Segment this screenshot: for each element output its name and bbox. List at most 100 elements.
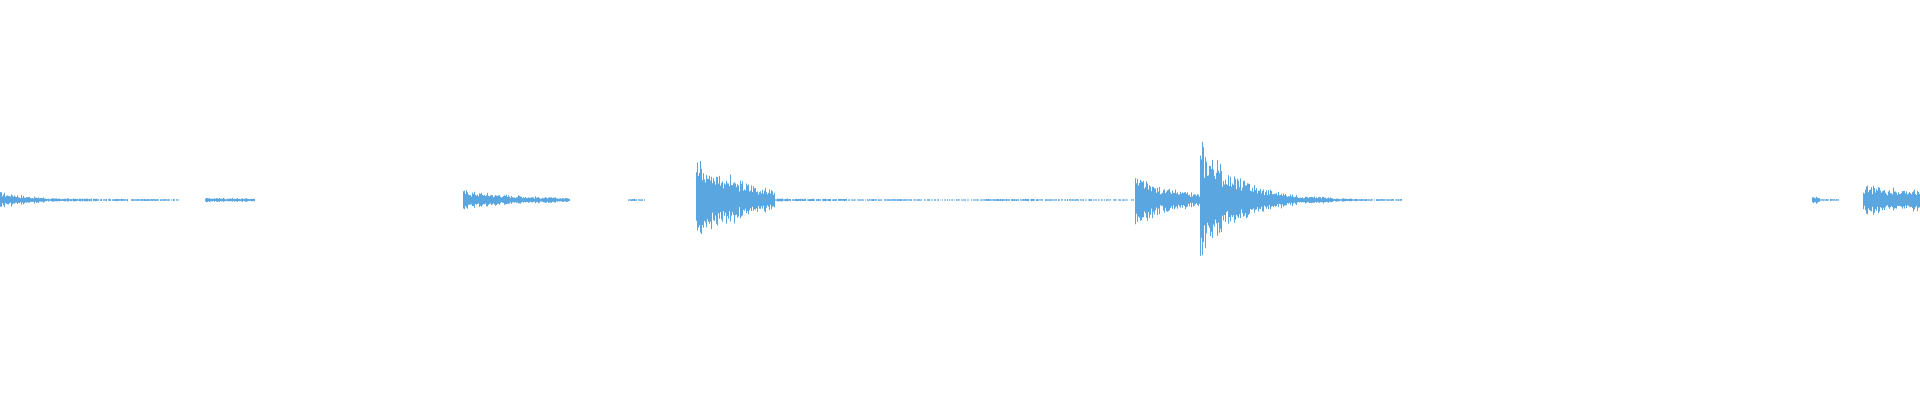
waveform-baseline-dot: [985, 199, 986, 201]
waveform-baseline-dot: [852, 199, 853, 201]
waveform-baseline-dot: [1102, 199, 1103, 201]
waveform-baseline-dot: [895, 199, 896, 201]
waveform-baseline-dot: [240, 199, 241, 201]
waveform-baseline-dot: [1083, 199, 1084, 201]
waveform-baseline-dot: [1360, 199, 1361, 201]
waveform-baseline-dot: [1080, 199, 1081, 201]
waveform-baseline-dot: [253, 199, 254, 201]
waveform-baseline-dot: [90, 199, 91, 201]
waveform-baseline-dot: [124, 199, 125, 201]
waveform-baseline-dot: [642, 199, 643, 201]
waveform-baseline-dot: [1366, 199, 1367, 201]
waveform-baseline-dot: [1082, 199, 1083, 201]
waveform-baseline-dot: [843, 199, 844, 201]
waveform-baseline-dot: [1832, 199, 1833, 201]
waveform-baseline-dot: [1389, 199, 1390, 201]
waveform-baseline-dot: [807, 199, 808, 201]
waveform-baseline-dot: [1834, 199, 1835, 201]
waveform-baseline-dot: [1374, 199, 1375, 201]
waveform-baseline-dot: [49, 199, 50, 201]
waveform-baseline-dot: [860, 199, 861, 201]
waveform-baseline-dot: [156, 199, 157, 201]
waveform-baseline-dot: [1096, 199, 1097, 201]
waveform-baseline-dot: [849, 199, 850, 201]
waveform-baseline-dot: [638, 199, 639, 201]
waveform-baseline-dot: [1395, 199, 1396, 201]
waveform-baseline-dot: [1031, 199, 1032, 201]
waveform-baseline-dot: [1367, 199, 1368, 201]
waveform-baseline-dot: [628, 199, 629, 201]
waveform-baseline-dot: [1095, 199, 1096, 201]
waveform-baseline-dot: [980, 199, 981, 201]
waveform-baseline-dot: [162, 199, 163, 201]
waveform-baseline-dot: [136, 199, 137, 201]
waveform-baseline-dot: [910, 199, 911, 201]
waveform-baseline-dot: [1017, 199, 1018, 201]
waveform-baseline-dot: [956, 199, 957, 201]
waveform-baseline-dot: [1362, 199, 1363, 201]
waveform-baseline-dot: [1022, 199, 1023, 201]
waveform-baseline-dot: [842, 199, 843, 201]
waveform-baseline-dot: [775, 199, 776, 201]
waveform-baseline-dot: [1001, 199, 1002, 201]
waveform-baseline-dot: [1340, 199, 1341, 201]
waveform-baseline-dot: [1113, 199, 1114, 201]
waveform-baseline-dot: [879, 199, 880, 201]
waveform-baseline-dot: [908, 199, 909, 201]
waveform-baseline-dot: [1041, 199, 1042, 201]
waveform-baseline-dot: [964, 199, 965, 201]
waveform-baseline-dot: [1075, 199, 1076, 201]
waveform-baseline-dot: [133, 199, 134, 201]
waveform-baseline-dot: [108, 199, 109, 201]
waveform-baseline-dot: [1354, 199, 1355, 201]
waveform-baseline-dot: [1065, 199, 1066, 201]
waveform-baseline-dot: [1126, 199, 1127, 201]
waveform-baseline-dot: [1039, 199, 1040, 201]
waveform-baseline-dot: [935, 199, 936, 201]
waveform-baseline-dot: [961, 199, 962, 201]
waveform-baseline-dot: [1014, 199, 1015, 201]
waveform-baseline-dot: [803, 199, 804, 201]
waveform-baseline-dot: [47, 199, 48, 201]
waveform-baseline-dot: [1392, 199, 1393, 201]
waveform-baseline-dot: [951, 199, 952, 201]
waveform-baseline-dot: [1067, 199, 1068, 201]
waveform-baseline-dot: [822, 199, 823, 201]
waveform-baseline-dot: [862, 199, 863, 201]
waveform-baseline-dot: [937, 199, 938, 201]
waveform-baseline-dot: [1047, 199, 1048, 201]
waveform-baseline-dot: [987, 199, 988, 201]
waveform-baseline-dot: [1836, 199, 1837, 201]
waveform-baseline-dot: [1390, 199, 1391, 201]
waveform-baseline-dot: [1364, 199, 1365, 201]
waveform-baseline-dot: [1061, 199, 1062, 201]
waveform-baseline-dot: [1008, 199, 1009, 201]
waveform-baseline-dot: [1106, 199, 1107, 201]
waveform-baseline-dot: [916, 199, 917, 201]
waveform-baseline-dot: [826, 199, 827, 201]
waveform-baseline-dot: [1028, 199, 1029, 201]
waveform-baseline-dot: [50, 199, 51, 201]
waveform-baseline-dot: [986, 199, 987, 201]
waveform-baseline-dot: [881, 199, 882, 201]
waveform-baseline-dot: [921, 199, 922, 201]
waveform-baseline-dot: [1088, 199, 1089, 201]
waveform-baseline-dot: [1825, 199, 1826, 201]
waveform-baseline-dot: [1377, 199, 1378, 201]
waveform-baseline-dot: [783, 199, 784, 201]
waveform-baseline-dot: [1830, 199, 1831, 201]
waveform-baseline-dot: [149, 199, 150, 201]
waveform-baseline-dot: [1359, 199, 1360, 201]
waveform-baseline-dot: [1379, 199, 1380, 201]
waveform-baseline-dot: [1131, 199, 1132, 201]
waveform-baseline-dot: [122, 199, 123, 201]
waveform-baseline-dot: [120, 199, 121, 201]
waveform-baseline-dot: [1123, 199, 1124, 201]
waveform-baseline-dot: [1371, 199, 1372, 201]
waveform-baseline-dot: [999, 199, 1000, 201]
waveform-baseline-dot: [168, 199, 169, 201]
waveform-baseline-dot: [1120, 199, 1121, 201]
waveform-baseline-dot: [60, 199, 61, 201]
waveform-baseline-dot: [88, 199, 89, 201]
